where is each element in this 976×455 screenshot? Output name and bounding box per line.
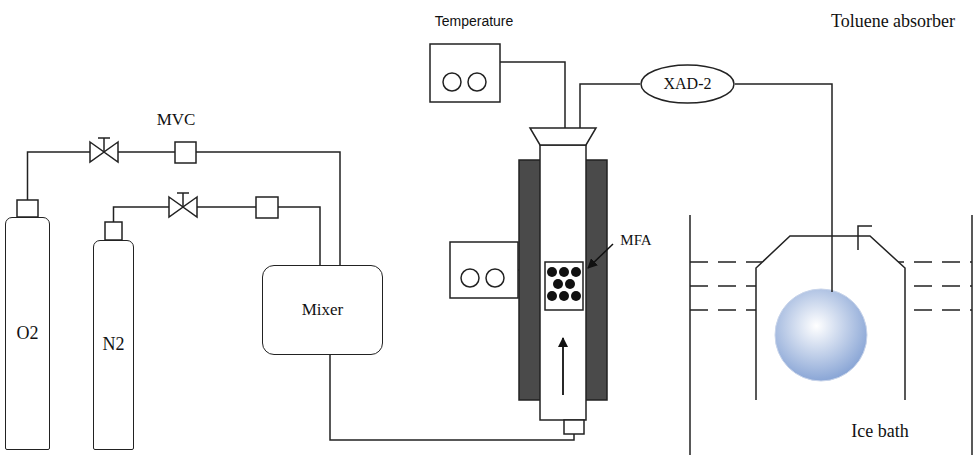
gas-cylinder-neck (17, 200, 38, 217)
gas-cylinder: N2 (93, 240, 134, 450)
gas-pipe (500, 62, 565, 128)
temperature-controller (461, 269, 479, 287)
flow-controller (256, 197, 278, 218)
temperature-controller (486, 269, 504, 287)
valve-symbol (104, 142, 118, 162)
gas-pipe (28, 152, 341, 265)
ice-bath (971, 215, 973, 455)
fly-ash-bed (547, 267, 581, 301)
absorber-flask (756, 236, 905, 400)
temperature-controller (430, 44, 518, 298)
fly-ash-bed (565, 279, 575, 289)
adsorber-ellipse: XAD-2 (640, 64, 735, 104)
gas-pipe (580, 84, 640, 128)
tube-furnace (545, 262, 583, 310)
part-label: MFA (620, 232, 651, 249)
fly-ash-bed (559, 267, 569, 277)
fly-ash-bed (553, 279, 563, 289)
gas-cylinder-neck (105, 222, 122, 240)
absorber-flask (756, 226, 905, 400)
tube-furnace (530, 128, 596, 145)
leader-line (588, 244, 613, 268)
valve-symbol (183, 197, 197, 217)
fly-ash-bed (547, 291, 557, 301)
part-label: Toluene absorber (831, 12, 955, 32)
temperature-controller (443, 73, 461, 91)
absorber-flask (858, 226, 872, 250)
fly-ash-bed (571, 267, 581, 277)
tube-furnace (519, 128, 607, 434)
absorber-flask (831, 236, 833, 292)
part-label: MVC (157, 111, 196, 130)
absorber-flask (775, 289, 867, 381)
valve-symbol (90, 138, 197, 217)
valve-symbol (98, 137, 110, 139)
temperature-controller (468, 73, 486, 91)
temperature-controller (430, 44, 500, 102)
fly-ash-bed (559, 291, 569, 301)
valve-symbol (169, 197, 183, 217)
valve-symbol (90, 142, 104, 162)
ellipse-outline (641, 65, 734, 103)
flow-arrow (562, 338, 564, 395)
valve-symbol (103, 138, 105, 152)
fly-ash-bed (571, 291, 581, 301)
temperature-controller (450, 242, 518, 298)
ice-bath (690, 215, 972, 455)
node-label: Mixer (302, 301, 344, 320)
ice-bath (689, 215, 691, 455)
flow-controller (175, 142, 278, 218)
gas-cylinder: O2 (5, 217, 50, 450)
node-label: O2 (17, 324, 39, 344)
valve-symbol (182, 193, 184, 207)
part-label: Temperature (435, 14, 514, 29)
valve-symbol (177, 192, 189, 194)
gas-pipe (114, 207, 321, 265)
leader-line (588, 244, 613, 268)
tube-furnace (540, 145, 586, 420)
node-label: N2 (103, 335, 125, 355)
flow-controller (175, 142, 196, 163)
node-label: XAD-2 (664, 75, 712, 93)
fly-ash-bed (547, 267, 557, 277)
mixer-box: Mixer (262, 265, 383, 355)
tube-furnace (564, 420, 584, 434)
flow-arrow (562, 338, 564, 395)
absorber-flask (756, 236, 905, 400)
part-label: Ice bath (851, 422, 908, 442)
